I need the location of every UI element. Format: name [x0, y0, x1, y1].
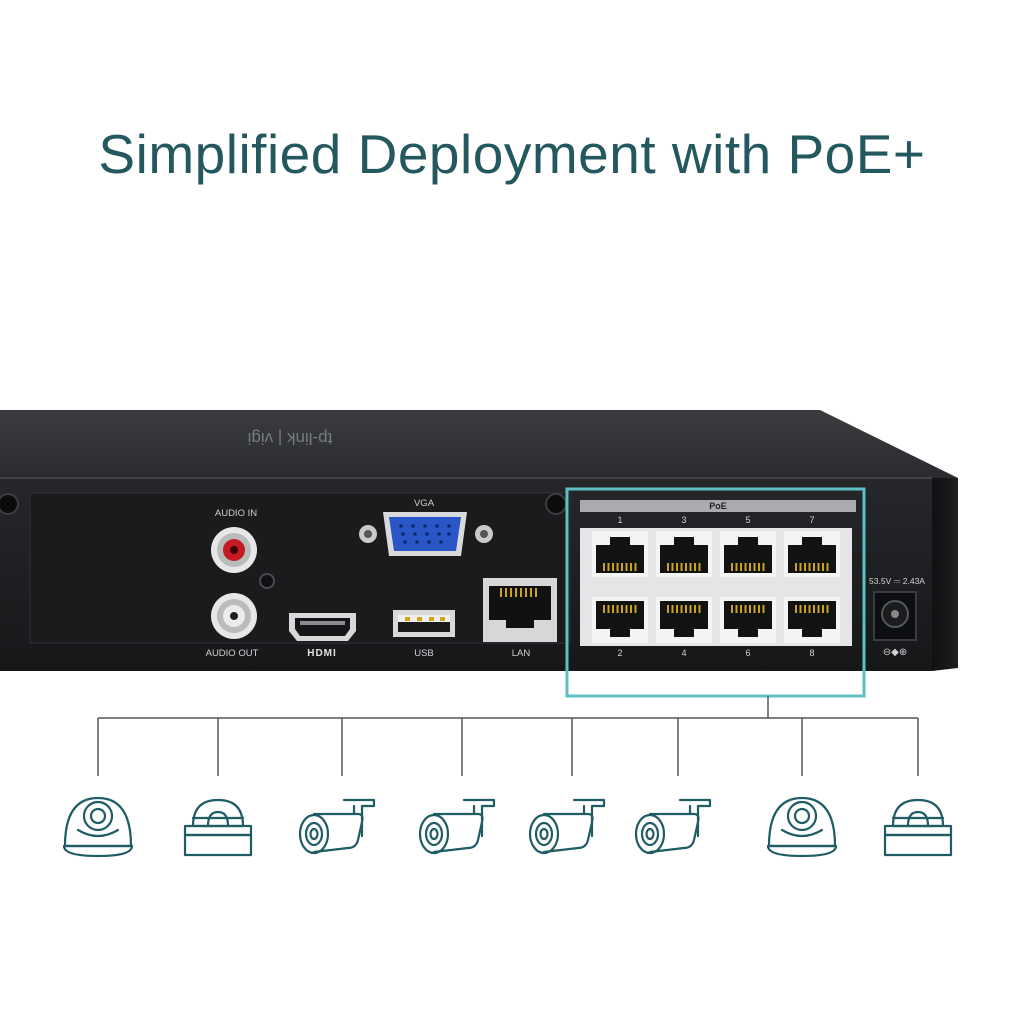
poe-port-number: 5 [745, 515, 750, 525]
poe-port-number: 6 [745, 648, 750, 658]
nvr-top-panel [0, 410, 958, 478]
dc-power-jack[interactable] [873, 591, 917, 641]
camera-row [62, 796, 953, 858]
headline: Simplified Deployment with PoE+ [98, 123, 926, 185]
nvr-side [932, 478, 958, 671]
polarity-symbol: ⊖◆⊕ [883, 647, 907, 658]
turret-camera-icon [183, 798, 253, 857]
poe-header-bar [580, 500, 856, 512]
usb-label: USB [414, 648, 434, 659]
poe-label: PoE [709, 501, 727, 511]
poe-port-8[interactable] [784, 597, 840, 643]
dome-camera-icon [766, 796, 838, 858]
vga-port[interactable] [359, 512, 493, 556]
power-rating-label: 53.5V ⎓ 2.43A [869, 576, 925, 586]
dome-camera-icon [62, 796, 134, 858]
bullet-camera-icon [418, 798, 496, 855]
poe-port-1[interactable] [592, 531, 648, 577]
hdmi-port[interactable] [289, 613, 356, 641]
audio-out-label: AUDIO OUT [206, 648, 259, 659]
poe-port-4[interactable] [656, 597, 712, 643]
audio-out-port[interactable] [211, 593, 257, 639]
poe-port-2[interactable] [592, 597, 648, 643]
poe-port-number: 4 [681, 648, 686, 658]
poe-highlight-box [565, 487, 866, 698]
poe-port-6[interactable] [720, 597, 776, 643]
lan-port[interactable] [483, 578, 557, 642]
audio-in-label: AUDIO IN [215, 508, 257, 519]
poe-port-3[interactable] [656, 531, 712, 577]
turret-camera-icon [883, 798, 953, 857]
poe-port-5[interactable] [720, 531, 776, 577]
poe-port-number: 3 [681, 515, 686, 525]
usb-port[interactable] [393, 610, 455, 637]
audio-in-port[interactable] [211, 527, 257, 573]
poe-port-number: 7 [809, 515, 814, 525]
poe-port-7[interactable] [784, 531, 840, 577]
bullet-camera-icon [528, 798, 606, 855]
vga-label: VGA [414, 498, 435, 509]
top-logo: tp-link | vigi [248, 429, 333, 448]
connection-lines [97, 696, 919, 776]
poe-port-number: 2 [617, 648, 622, 658]
poe-port-number: 8 [809, 648, 814, 658]
poe-port-number: 1 [617, 515, 622, 525]
bullet-camera-icon [298, 798, 376, 855]
nvr-device: tp-link | vigi AUDIO IN AUDIO OUT [0, 410, 958, 671]
lan-label: LAN [512, 648, 531, 659]
hdmi-label: HDMI [307, 648, 337, 659]
bullet-camera-icon [634, 798, 712, 855]
